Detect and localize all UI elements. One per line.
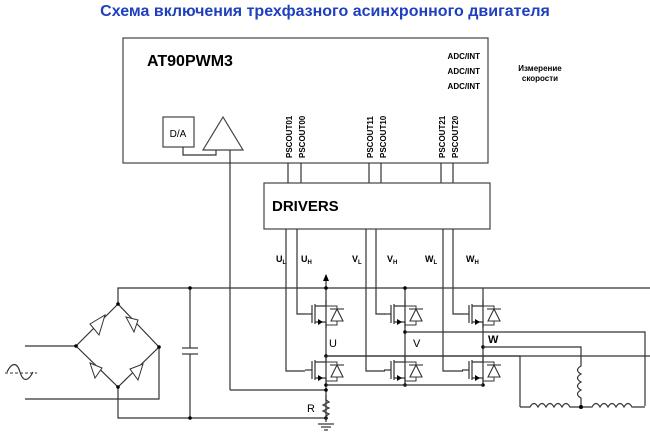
svg-text:VL: VL (352, 254, 362, 266)
psc-label: PSCOUT00 (298, 115, 307, 158)
mosfet-icon (384, 356, 423, 384)
resistor-label: R (307, 403, 315, 415)
mosfet-icon (305, 300, 344, 328)
mosfet-icon (384, 300, 423, 328)
svg-text:WH: WH (466, 254, 479, 266)
driver-output-labels: UL UH VL VH WL WH (276, 254, 479, 266)
psc-label: PSCOUT20 (451, 115, 460, 158)
mosfet-icon (462, 356, 501, 384)
phase-label-w: W (488, 334, 499, 346)
psc-label: PSCOUT21 (438, 115, 447, 158)
ac-source-icon (5, 363, 37, 381)
capacitor (182, 286, 198, 420)
comparator-symbol (201, 115, 245, 151)
mosfet-group (305, 300, 501, 384)
da-converter (162, 116, 195, 148)
da-label: D/A (170, 129, 187, 140)
svg-text:UH: UH (301, 254, 312, 266)
phase-label-v: V (413, 338, 421, 350)
diode-bridge (25, 287, 650, 419)
mosfet-icon (462, 300, 501, 328)
speed-label-line2: скорости (522, 74, 558, 83)
drivers-name: DRIVERS (272, 198, 339, 215)
svg-text:VH: VH (387, 254, 397, 266)
inverter-bridge (323, 274, 485, 420)
psc-label: PSCOUT01 (285, 115, 294, 158)
mcu-name: AT90PWM3 (147, 53, 233, 70)
speed-label-line1: Измерение (518, 64, 562, 73)
motor-windings (520, 360, 645, 409)
drivers-block (263, 182, 491, 230)
psc-label: PSCOUT10 (379, 115, 388, 158)
diagram-title: Схема включения трехфазного асинхронного… (100, 3, 550, 20)
psc-label: PSCOUT11 (366, 116, 375, 158)
adc-label-1: ADC/INT (448, 52, 481, 61)
adc-label-3: ADC/INT (448, 82, 481, 91)
svg-text:WL: WL (425, 254, 438, 266)
adc-label-2: ADC/INT (448, 67, 481, 76)
shunt-resistor (318, 395, 334, 431)
svg-text:UL: UL (276, 254, 287, 266)
phase-label-u: U (329, 338, 337, 350)
mosfet-icon (305, 356, 344, 384)
psc-labels: PSCOUT01 PSCOUT00 PSCOUT11 PSCOUT10 PSCO… (285, 115, 460, 158)
